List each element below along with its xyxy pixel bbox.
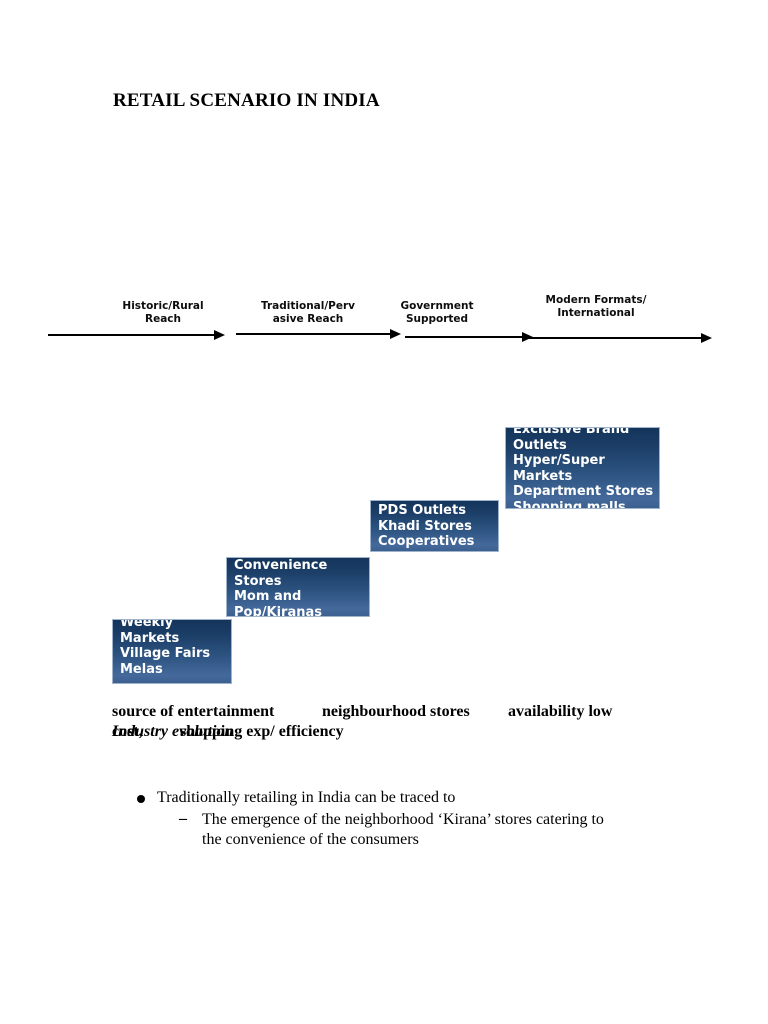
bullet-item-level2: The emergence of the neighborhood ‘Kiran… <box>202 811 604 848</box>
timeline-arrow <box>48 330 225 340</box>
page-title: RETAIL SCENARIO IN INDIA <box>113 90 380 111</box>
dash-icon: – <box>179 810 187 827</box>
timeline-stage-label-traditional: Traditional/Perv asive Reach <box>247 300 369 326</box>
timeline-stage-label-line: asive Reach <box>272 313 344 325</box>
stair-box-pds-outlets: PDS Outlets Khadi Stores Cooperatives <box>370 500 499 552</box>
arrowhead-icon <box>390 329 401 339</box>
timeline-stage-label-line: Traditional/Perv <box>260 300 356 312</box>
annotation-cost: cost, <box>112 723 143 740</box>
annotation-neighbourhood-stores: neighbourhood stores <box>322 703 470 720</box>
timeline-arrow <box>405 332 533 342</box>
timeline-stage-label-line: Government <box>400 300 474 312</box>
bullet-icon <box>137 795 145 803</box>
bullet-item-level1: Traditionally retailing in India can be … <box>157 789 456 806</box>
stair-box-text: Convenience Stores Mom and Pop/Kiranas <box>234 558 328 617</box>
industry-evolution-heading: Industry evolution <box>112 723 234 740</box>
annotation-source-of-entertainment: source of entertainment <box>112 703 275 720</box>
stair-box-exclusive-brand: Exclusive Brand Outlets Hyper/Super Mark… <box>505 427 660 509</box>
arrowhead-icon <box>214 330 225 340</box>
stair-box-convenience-stores: Convenience Stores Mom and Pop/Kiranas <box>226 557 370 617</box>
timeline-arrow <box>236 329 401 339</box>
timeline-stage-label-government: Government Supported <box>377 300 497 326</box>
stair-box-weekly-markets: Weekly Markets Village Fairs Melas <box>112 619 232 684</box>
stair-box-text: Exclusive Brand Outlets Hyper/Super Mark… <box>513 427 654 509</box>
arrowhead-icon <box>522 332 533 342</box>
timeline-stage-label-line: Modern Formats/ <box>545 294 647 306</box>
timeline-stage-label-line: International <box>557 307 635 319</box>
annotation-shopping-exp: shopping exp/ efficiency <box>180 723 344 740</box>
stair-box-text: Weekly Markets Village Fairs Melas <box>120 619 211 677</box>
timeline-arrow <box>528 333 712 343</box>
stair-box-text: PDS Outlets Khadi Stores Cooperatives <box>378 503 475 549</box>
timeline-stage-label-line: Reach <box>145 313 181 325</box>
arrowhead-icon <box>701 333 712 343</box>
timeline-stage-label-historic: Historic/Rural Reach <box>103 300 223 326</box>
timeline-stage-label-line: Historic/Rural <box>122 300 204 312</box>
annotation-availability-low: availability low <box>508 703 613 720</box>
timeline-stage-label-line: Supported <box>405 313 469 325</box>
timeline-stage-label-modern: Modern Formats/ International <box>516 294 676 320</box>
